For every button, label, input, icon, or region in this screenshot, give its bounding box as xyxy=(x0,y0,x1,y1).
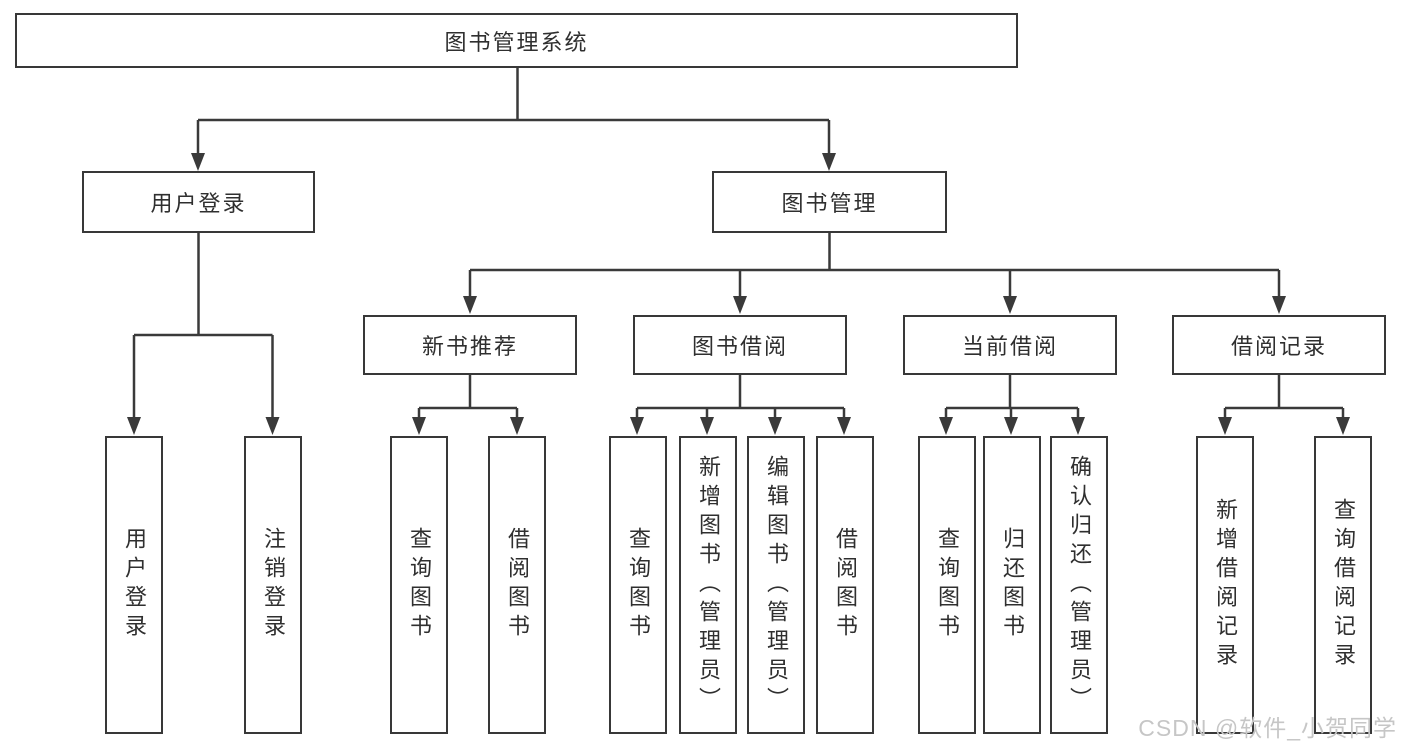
leaf-borrow-books-borrow: 借阅图书 xyxy=(816,436,874,734)
leaf-add-borrow-record: 新增借阅记录 xyxy=(1196,436,1254,734)
node-library-management-system: 图书管理系统 xyxy=(15,13,1018,68)
node-book-borrowing: 图书借阅 xyxy=(633,315,847,375)
node-user-login: 用户登录 xyxy=(82,171,315,233)
node-new-book-recommendation: 新书推荐 xyxy=(363,315,577,375)
node-book-management: 图书管理 xyxy=(712,171,947,233)
leaf-query-borrow-record: 查询借阅记录 xyxy=(1314,436,1372,734)
leaf-edit-book-admin: 编辑图书（管理员） xyxy=(747,436,805,734)
leaf-query-books-current: 查询图书 xyxy=(918,436,976,734)
leaf-logout: 注销登录 xyxy=(244,436,302,734)
csdn-watermark: CSDN @软件_小贺同学 xyxy=(1138,715,1397,741)
leaf-query-books-borrow: 查询图书 xyxy=(609,436,667,734)
leaf-add-book-admin: 新增图书（管理员） xyxy=(679,436,737,734)
leaf-return-books: 归还图书 xyxy=(983,436,1041,734)
node-borrowing-records: 借阅记录 xyxy=(1172,315,1386,375)
leaf-user-login: 用户登录 xyxy=(105,436,163,734)
node-current-borrowing: 当前借阅 xyxy=(903,315,1117,375)
leaf-query-books-recommend: 查询图书 xyxy=(390,436,448,734)
leaf-borrow-books-recommend: 借阅图书 xyxy=(488,436,546,734)
connector-paths xyxy=(132,68,1345,418)
leaf-confirm-return-admin: 确认归还（管理员） xyxy=(1050,436,1108,734)
